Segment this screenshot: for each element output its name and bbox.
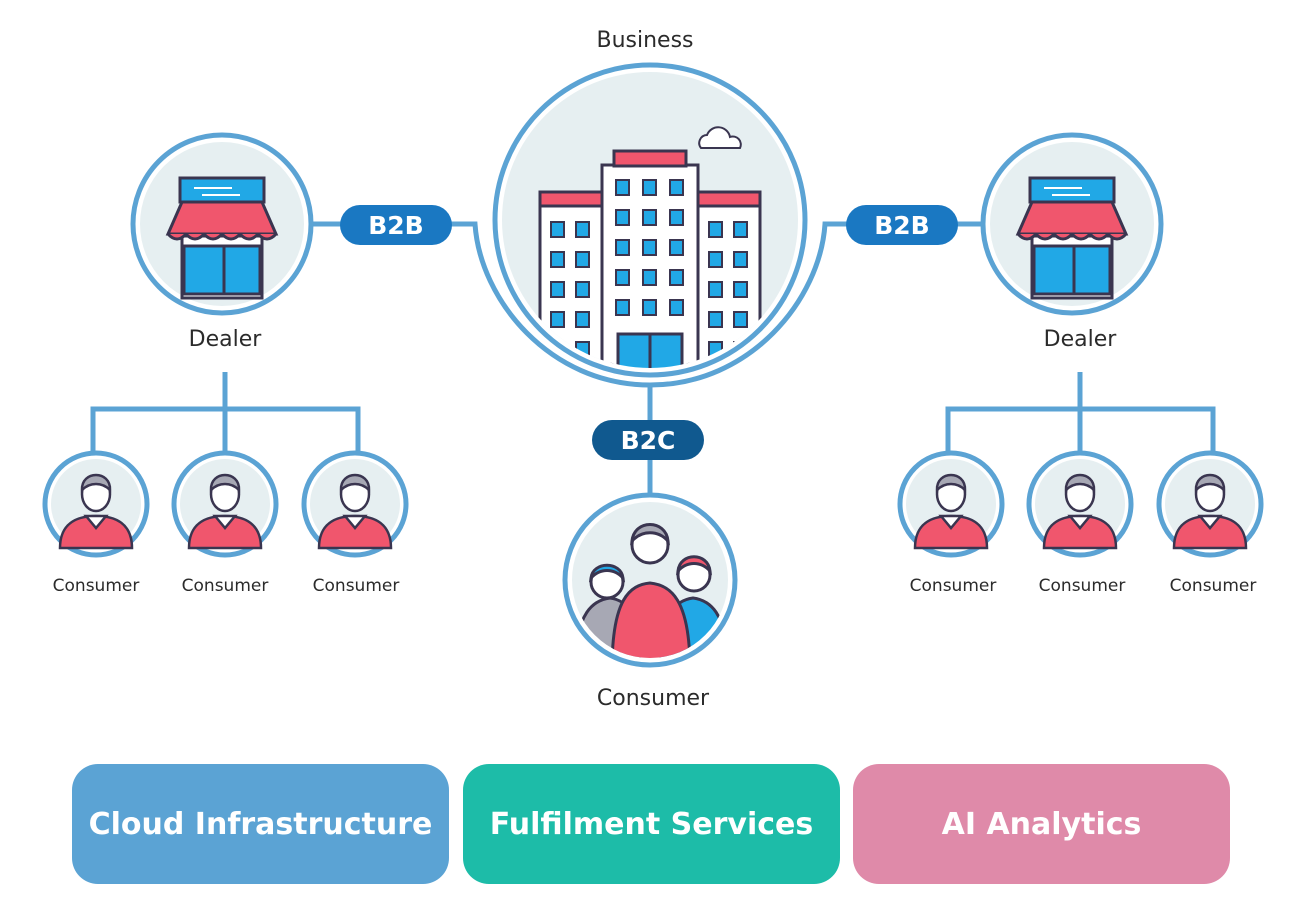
cloud-infrastructure-card: Cloud Infrastructure (72, 764, 449, 884)
consumer-nodes-right (897, 450, 1264, 558)
person-icon (187, 473, 263, 550)
storefront-icon (1015, 176, 1129, 300)
ai-analytics-card: AI Analytics (853, 764, 1230, 884)
consumer-node (301, 450, 409, 558)
consumer-nodes-left (42, 450, 409, 558)
fulfilment-services-card: Fulfilment Services (463, 764, 840, 884)
dealer-label-right: Dealer (1043, 327, 1117, 352)
person-icon (1042, 473, 1118, 550)
b2b-badge-left: B2B (340, 205, 452, 245)
person-icon (58, 473, 134, 550)
consumer-node (1156, 450, 1264, 558)
consumer-label: Consumer (909, 576, 997, 596)
person-icon (317, 473, 393, 550)
person-icon (913, 473, 989, 550)
consumer-label: Consumer (181, 576, 269, 596)
consumer-node (1026, 450, 1134, 558)
consumer-node (897, 450, 1005, 558)
connector-lines (90, 221, 1216, 502)
business-label: Business (596, 28, 694, 53)
consumer-label: Consumer (1169, 576, 1257, 596)
b2c-badge: B2C (592, 420, 704, 460)
people-group-icon (573, 523, 728, 658)
consumer-label: Consumer (52, 576, 140, 596)
consumer-label: Consumer (312, 576, 400, 596)
b2b-badge-right: B2B (846, 205, 958, 245)
consumer-group-node (562, 492, 738, 668)
storefront-icon (165, 176, 279, 300)
dealer-label-left: Dealer (188, 327, 262, 352)
consumer-node (42, 450, 150, 558)
consumer-main-label: Consumer (596, 686, 710, 711)
person-icon (1172, 473, 1248, 550)
dealer-node-right (980, 132, 1164, 316)
cloud-icon (698, 126, 742, 149)
consumer-label: Consumer (1038, 576, 1126, 596)
dealer-node-left (130, 132, 314, 316)
consumer-node (171, 450, 279, 558)
